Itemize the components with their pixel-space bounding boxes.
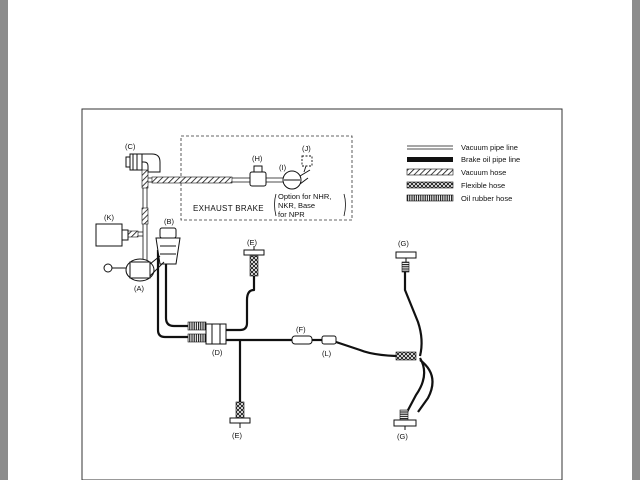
legend-label: Vacuum pipe line (461, 143, 518, 152)
vacuum-hose (127, 230, 139, 238)
label-a: (A) (134, 284, 145, 293)
window-frame-right (632, 0, 640, 480)
component-i-chamber (282, 169, 311, 190)
component-g-bottom (393, 419, 417, 430)
legend-label: Brake oil pipe line (461, 155, 520, 164)
component-g-top (395, 251, 417, 262)
legend-item-oil-rubber-hose: Oil rubber hose (406, 194, 512, 203)
legend-item-flexible-hose: Flexible hose (406, 181, 505, 190)
component-l-valve (321, 335, 337, 345)
legend-item-brake-oil-pipe-line: Brake oil pipe line (407, 155, 520, 164)
label-g-bottom: (G) (397, 432, 408, 441)
label-i: (I) (279, 163, 287, 172)
flexible-hose (235, 401, 245, 419)
component-j-switch (301, 155, 313, 173)
exhaust-brake-label: EXHAUST BRAKE (193, 204, 264, 213)
label-k: (K) (104, 213, 115, 222)
option-note-line: Option for NHR, (278, 192, 331, 201)
diagram-border (81, 108, 563, 480)
oil-rubber-hose (187, 333, 207, 343)
vacuum-hose (141, 207, 149, 225)
legend-item-vacuum-hose: Vacuum hose (406, 168, 506, 177)
label-d: (D) (212, 348, 223, 357)
label-c: (C) (125, 142, 136, 151)
component-k-vacuum-tank (95, 223, 129, 247)
flexible-hose (399, 409, 409, 421)
vacuum-hose (141, 169, 149, 189)
flexible-hose (249, 255, 259, 277)
flexible-hose (401, 261, 410, 273)
component-c-vacuum-elbow (125, 153, 161, 173)
oil-rubber-hose (187, 321, 207, 331)
legend-label: Flexible hose (461, 181, 505, 190)
component-a-booster (103, 255, 165, 282)
label-f: (F) (296, 325, 306, 334)
label-g-top: (G) (398, 239, 409, 248)
label-h: (H) (252, 154, 263, 163)
label-b: (B) (164, 217, 175, 226)
label-e-bottom: (E) (232, 431, 243, 440)
component-b-master-cylinder (155, 227, 181, 265)
component-h-valve (249, 165, 267, 187)
legend-item-vacuum-pipe-line: Vacuum pipe line (407, 143, 518, 152)
label-l: (L) (322, 349, 332, 358)
component-e-top (243, 246, 265, 256)
option-note-line: for NPR (278, 210, 305, 219)
legend-label: Vacuum hose (461, 168, 506, 177)
option-note-line: NKR, Base (278, 201, 315, 210)
option-bracket-right (343, 193, 346, 217)
brake-oil-pipe-lines (156, 250, 434, 413)
component-f-fitting (291, 335, 313, 345)
option-bracket-left (274, 193, 277, 217)
legend-label: Oil rubber hose (461, 194, 512, 203)
flexible-hose (395, 351, 417, 361)
component-e-bottom (229, 417, 251, 428)
label-j: (J) (302, 144, 311, 153)
vacuum-hose (151, 176, 233, 184)
component-d-three-way-joint (205, 323, 227, 345)
window-frame-left (0, 0, 8, 480)
label-e-top: (E) (247, 238, 258, 247)
legend: Vacuum pipe line Brake oil pipe line Vac… (406, 143, 520, 203)
